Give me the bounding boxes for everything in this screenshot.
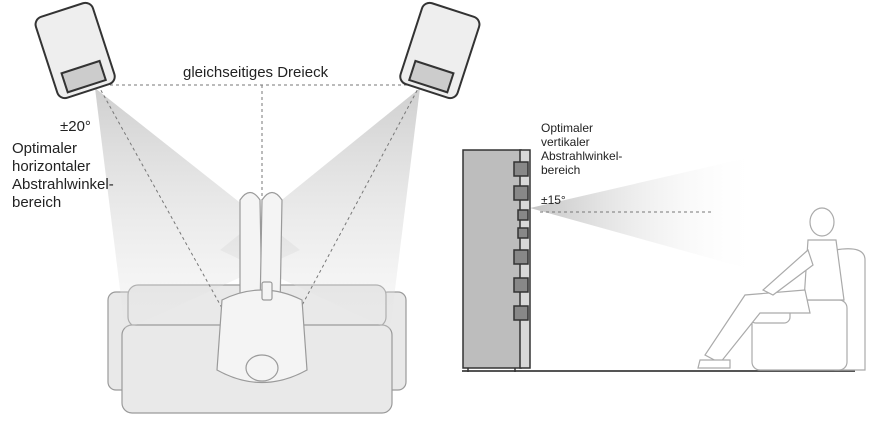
caption-line: horizontaler	[12, 158, 91, 175]
caption-line: Optimaler	[12, 140, 78, 157]
vertical-angle-label: ±15°	[541, 193, 566, 207]
armchair	[749, 248, 866, 371]
horizontal-angle-label: ±20°	[60, 118, 91, 135]
seated-listener	[697, 207, 845, 369]
listener-top-view	[216, 191, 308, 384]
left-speaker	[34, 1, 116, 100]
triangle-label: gleichseitiges Dreieck	[183, 64, 329, 81]
caption-line: vertikaler	[541, 135, 590, 149]
caption-line: bereich	[541, 163, 581, 177]
caption-line: Abstrahlwinkel-	[541, 149, 623, 163]
tower-speaker	[462, 149, 531, 372]
vertical-caption: Optimaler vertikaler Abstrahlwinkel- ber…	[541, 121, 622, 177]
horizontal-caption: Optimaler horizontaler Abstrahlwinkel- b…	[12, 140, 114, 212]
caption-line: Abstrahlwinkel-	[12, 176, 114, 193]
vertical-beam	[530, 155, 760, 272]
right-speaker	[399, 1, 481, 100]
caption-line: bereich	[12, 194, 62, 211]
caption-line: Optimaler	[541, 121, 594, 135]
